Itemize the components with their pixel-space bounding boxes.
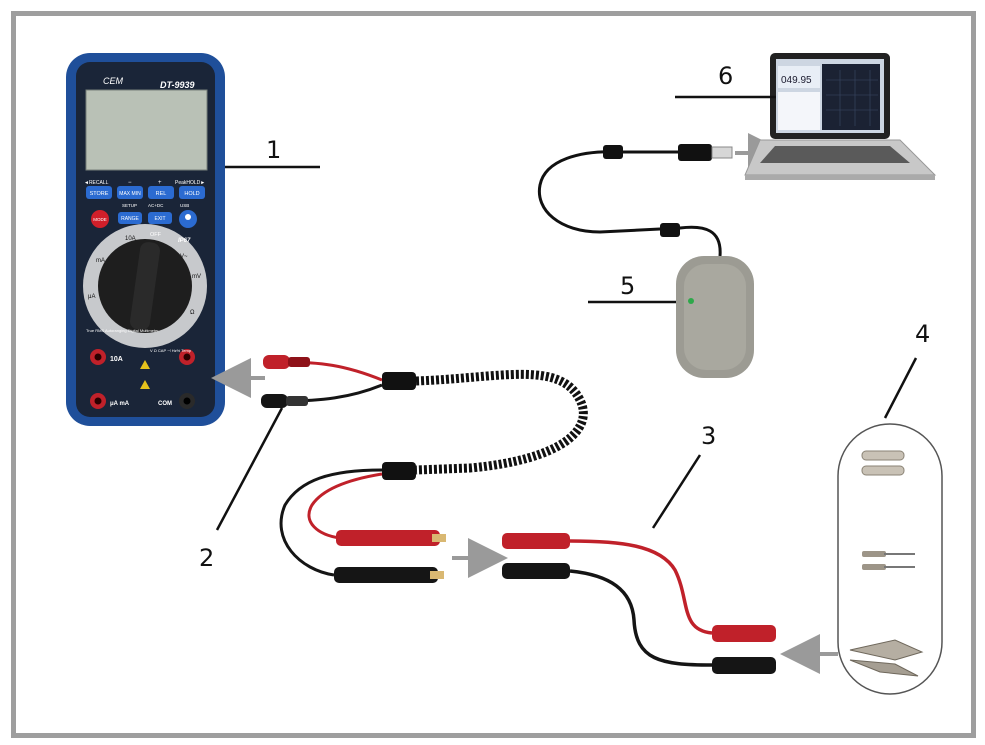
meter-description: True RMS Autoranging Digital Multimeter xyxy=(86,328,159,333)
maxmin-button xyxy=(117,186,143,199)
meter-model: DT-9939 xyxy=(160,80,195,90)
software-graph-panel xyxy=(822,64,880,130)
svg-text:IP67: IP67 xyxy=(178,238,191,244)
svg-text:RANGE: RANGE xyxy=(121,216,139,222)
laptop: 049.95 xyxy=(744,53,937,180)
black-plug-meter xyxy=(261,394,288,408)
callout-4: 4 xyxy=(915,320,931,348)
top-splitter xyxy=(382,372,416,390)
red-plug-meter xyxy=(263,355,290,369)
svg-text:SETUP: SETUP xyxy=(122,203,137,208)
callout-3: 3 xyxy=(701,422,717,450)
exit-button xyxy=(148,212,172,224)
svg-text:EXIT: EXIT xyxy=(154,216,165,222)
ir-adapter xyxy=(676,256,754,378)
red-banana-plug xyxy=(336,530,440,546)
tip-sleeve xyxy=(861,465,905,476)
leader-line-2 xyxy=(215,407,284,531)
svg-text:COM: COM xyxy=(158,401,172,407)
accessories-panel xyxy=(837,423,943,695)
svg-text:MAX MIN: MAX MIN xyxy=(119,191,141,197)
status-led xyxy=(688,298,694,304)
rel-button xyxy=(148,186,174,199)
callout-2: 2 xyxy=(199,544,215,572)
svg-text:HOLD: HOLD xyxy=(184,191,199,197)
hold-button xyxy=(179,186,205,199)
bottom-splitter xyxy=(382,462,416,480)
multimeter: CEM DT-9939 ◄RECALL − + PeakHOLD► STORE … xyxy=(66,53,225,426)
svg-text:μA: μA xyxy=(88,294,95,300)
svg-text:mV: mV xyxy=(192,274,201,280)
svg-text:PeakHOLD►: PeakHOLD► xyxy=(175,180,205,186)
svg-text:REL: REL xyxy=(156,191,167,197)
store-button xyxy=(86,186,112,199)
svg-text:AC+DC: AC+DC xyxy=(148,203,164,208)
black-socket-top xyxy=(502,563,570,579)
svg-text:OFF: OFF xyxy=(150,232,162,238)
lcd-screen xyxy=(86,90,207,170)
callout-6: 6 xyxy=(718,62,734,90)
svg-text:MODE: MODE xyxy=(93,217,107,222)
mode-button xyxy=(91,210,109,228)
alligator-clip xyxy=(849,639,924,661)
svg-text:V Ω CAP ⊣ Hz% Temp: V Ω CAP ⊣ Hz% Temp xyxy=(150,348,192,353)
leader-line-4 xyxy=(883,357,918,419)
svg-text:V~: V~ xyxy=(180,254,188,260)
svg-text:◄RECALL: ◄RECALL xyxy=(84,180,109,186)
outer-frame xyxy=(11,11,976,738)
meter-brand: CEM xyxy=(103,76,124,86)
svg-text:−: − xyxy=(128,180,132,186)
ferrite-bead xyxy=(660,223,680,237)
test-pin xyxy=(862,551,886,557)
usb-connector xyxy=(711,146,733,159)
svg-text:Ω: Ω xyxy=(190,310,195,316)
svg-text:+: + xyxy=(158,180,162,186)
usb-plug xyxy=(678,144,712,161)
laptop-readout: 049.95 xyxy=(781,75,812,86)
svg-text:10A: 10A xyxy=(110,356,123,363)
red-socket-top xyxy=(502,533,570,549)
range-button xyxy=(118,212,142,224)
svg-text:mA: mA xyxy=(96,258,105,264)
black-socket-bottom xyxy=(712,657,776,674)
callout-5: 5 xyxy=(620,272,636,300)
dial-knob xyxy=(130,242,160,330)
usb-cable xyxy=(537,144,733,257)
leader-line-3 xyxy=(651,454,702,529)
svg-text:μA mA: μA mA xyxy=(110,401,130,407)
test-pin xyxy=(862,564,886,570)
tip-sleeve xyxy=(861,450,905,461)
callout-1: 1 xyxy=(266,136,282,164)
coiled-cable xyxy=(415,369,588,475)
coiled-test-lead xyxy=(261,355,588,583)
accessories-capsule xyxy=(837,423,943,695)
svg-text:USB: USB xyxy=(180,203,189,208)
svg-text:10A: 10A xyxy=(125,236,136,242)
svg-text:STORE: STORE xyxy=(90,191,109,197)
red-socket-bottom xyxy=(712,625,776,642)
ferrite-bead xyxy=(603,145,623,159)
extension-leads xyxy=(502,533,776,674)
black-banana-plug xyxy=(334,567,438,583)
